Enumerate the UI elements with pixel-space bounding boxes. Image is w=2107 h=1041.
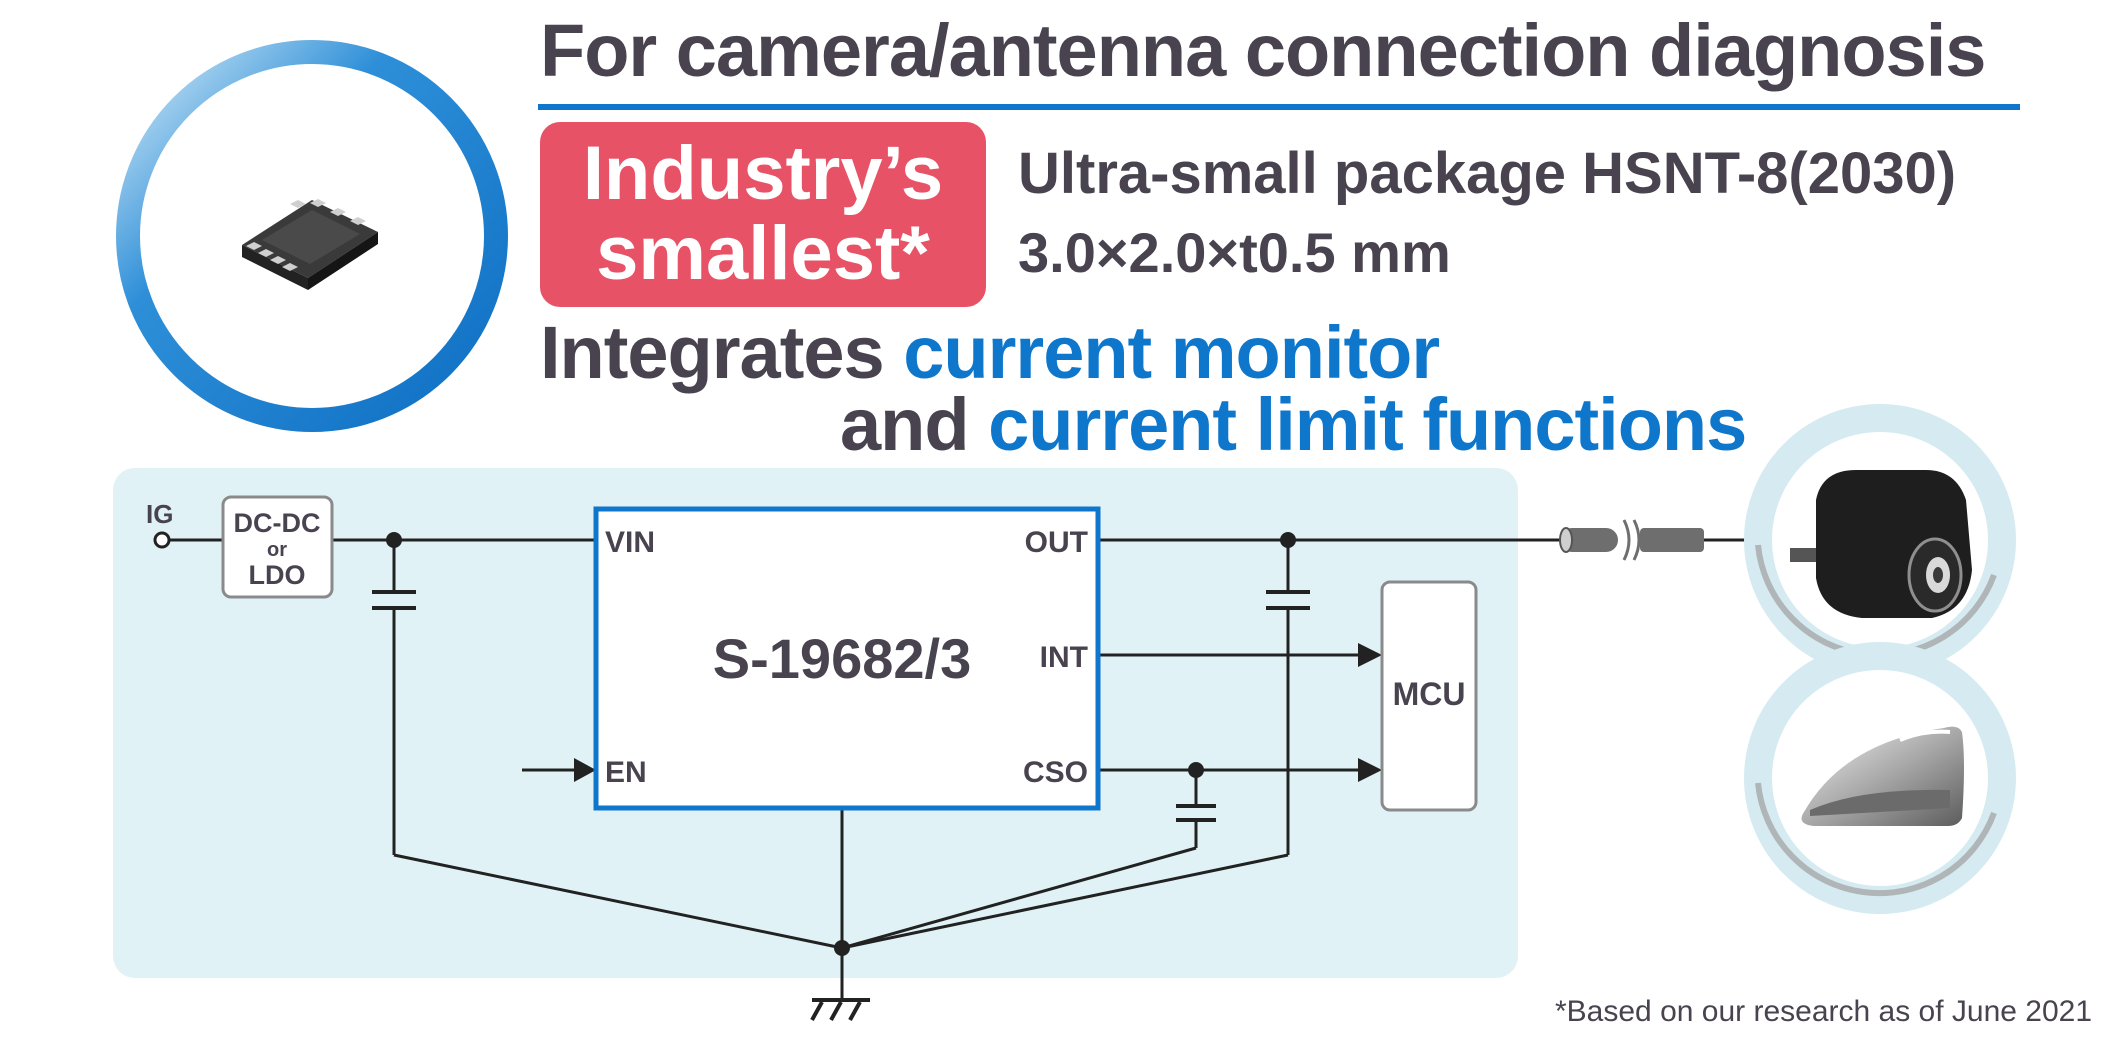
- feature-text-and: and: [840, 383, 989, 466]
- junction-dots: [386, 532, 1296, 956]
- en-arrow-icon: [574, 758, 596, 782]
- feature-line-1: Integrates current monitor: [540, 310, 1440, 395]
- pin-cso: CSO: [1023, 756, 1088, 789]
- coax-cable-icon: [1559, 519, 1760, 561]
- pin-int: INT: [1040, 641, 1088, 674]
- ig-terminal: [153, 531, 171, 549]
- regulator-label-2: or: [267, 539, 287, 561]
- camera-icon: [1744, 404, 2016, 676]
- chip-package-icon: [242, 199, 378, 290]
- pin-en: EN: [605, 756, 647, 789]
- shark-fin-antenna-icon: [1744, 642, 2016, 914]
- ic-block: [593, 506, 1101, 811]
- badge-line-1: Industry’s: [582, 131, 944, 216]
- regulator-label-3: LDO: [249, 560, 306, 590]
- feature-line-2: and current limit functions: [840, 382, 1747, 467]
- headline-rule: [538, 104, 2020, 110]
- signal-arrows: [574, 643, 1382, 782]
- feature-current-limit: current limit functions: [988, 383, 1747, 466]
- regulator-label-1: DC-DC: [234, 508, 321, 538]
- pin-out: OUT: [1025, 526, 1088, 559]
- ground-icon: [810, 998, 870, 1021]
- headline: For camera/antenna connection diagnosis: [540, 9, 1986, 92]
- regulator-box: [221, 495, 334, 599]
- ic-name: S-19682/3: [713, 627, 971, 690]
- footnote: *Based on our research as of June 2021: [1555, 995, 2093, 1028]
- mcu-label: MCU: [1393, 676, 1466, 712]
- ig-label: IG: [146, 499, 173, 529]
- feature-text-integrates: Integrates: [540, 311, 904, 394]
- int-arrow-icon: [1358, 643, 1382, 667]
- circuit-wires: [168, 538, 1570, 1000]
- industry-smallest-badge: Industry’s smallest*: [540, 122, 986, 307]
- chip-ring-icon: [116, 40, 508, 432]
- cso-arrow-icon: [1358, 758, 1382, 782]
- package-dimensions: 3.0×2.0×t0.5 mm: [1018, 221, 1451, 284]
- package-name: Ultra-small package HSNT-8(2030): [1018, 141, 1957, 206]
- mcu-box: [1380, 580, 1478, 812]
- feature-current-monitor: current monitor: [903, 311, 1440, 394]
- pin-vin: VIN: [605, 526, 655, 559]
- badge-line-2: smallest*: [596, 211, 930, 296]
